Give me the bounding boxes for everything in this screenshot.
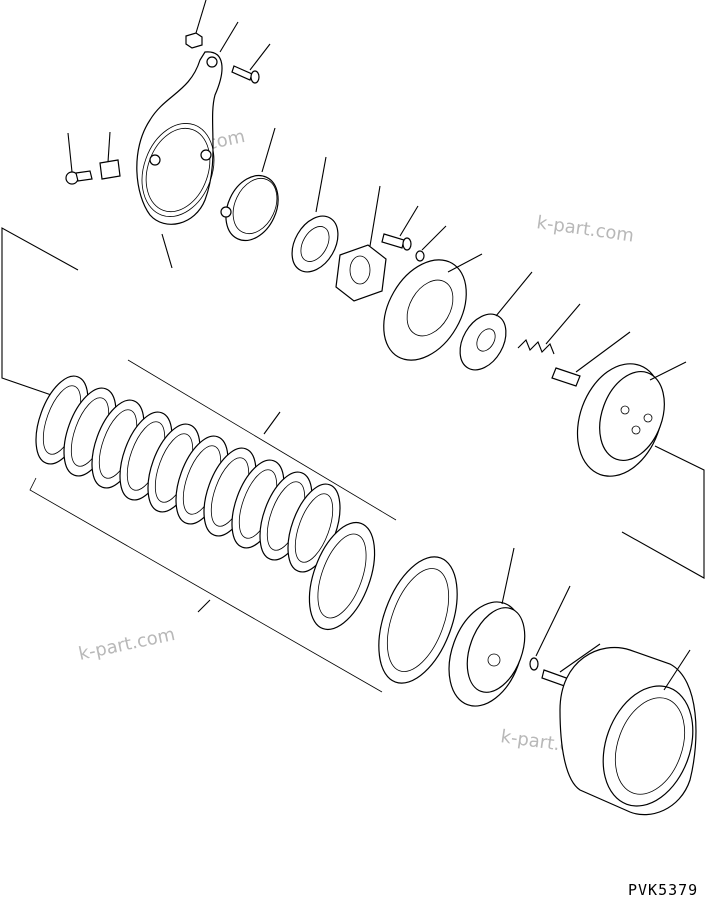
watermark-3: k-part.com — [77, 624, 177, 665]
pressure-plate — [383, 253, 483, 361]
nut-top — [185, 0, 207, 49]
watermark-2: k-part.com — [535, 212, 635, 246]
pin-left — [65, 132, 93, 185]
clutch-disc-stack — [35, 375, 376, 631]
carrier-drum — [576, 361, 687, 477]
clip-left — [99, 131, 121, 180]
hub-sleeve — [335, 185, 387, 302]
end-plate — [448, 547, 526, 707]
callout-frame — [1, 227, 705, 693]
brake-band-bracket — [136, 21, 239, 269]
dowel-pin — [551, 331, 631, 387]
bolt-center — [381, 205, 419, 251]
outer-drum — [559, 646, 697, 816]
spring — [517, 303, 581, 355]
toothed-ring — [291, 156, 339, 273]
figure-code: PVK5379 — [628, 881, 698, 899]
brake-band — [220, 127, 279, 242]
clutch-disc-end — [378, 556, 458, 684]
spring-plate — [459, 271, 533, 371]
bolt-small-top — [231, 43, 271, 84]
washer-lower — [529, 585, 571, 671]
washer-center — [415, 225, 447, 262]
